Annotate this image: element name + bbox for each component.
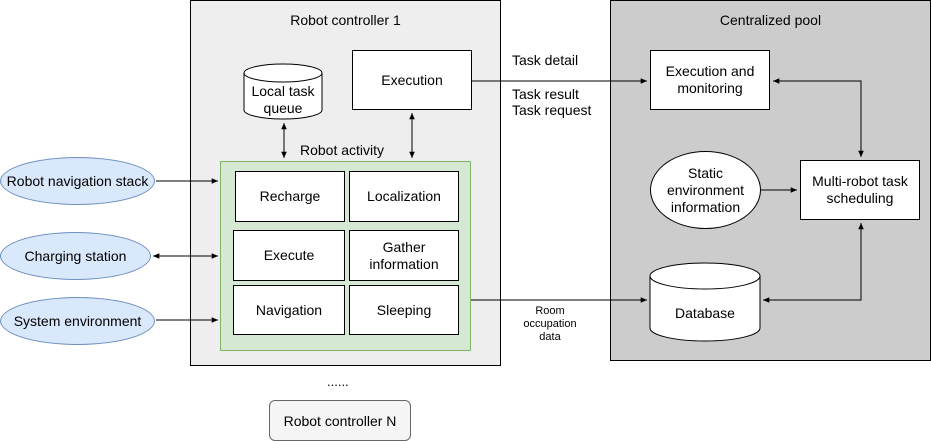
- more-controllers-ellipsis: ......: [327, 374, 349, 389]
- database-label: Database: [675, 304, 735, 321]
- activity-navigation: Navigation: [233, 285, 345, 335]
- robot-navigation-stack-ellipse: Robot navigation stack: [0, 157, 155, 205]
- centralized-pool-title: Centralized pool: [719, 12, 822, 28]
- task-result-label: Task result: [512, 86, 579, 102]
- execution-box: Execution: [352, 50, 472, 110]
- database-cylinder: [649, 262, 761, 342]
- charging-station-ellipse: Charging station: [0, 232, 151, 280]
- activity-recharge: Recharge: [235, 171, 345, 222]
- task-detail-label: Task detail: [512, 52, 579, 68]
- activity-gather-information: Gather information: [349, 230, 459, 281]
- database-scheduling-arrow: [763, 223, 864, 303]
- room-occupation-label: Room occupation data: [523, 305, 577, 343]
- activity-execute: Execute: [233, 230, 345, 281]
- activity-localization: Localization: [349, 171, 459, 222]
- robot-activity-label: Robot activity: [300, 142, 385, 158]
- task-request-label: Task request: [512, 102, 592, 118]
- local-task-queue-cylinder: [243, 63, 323, 120]
- robot-controller-n: Robot controller N: [269, 400, 411, 441]
- execution-monitoring-box: Execution and monitoring: [650, 50, 770, 110]
- activity-sleeping: Sleeping: [349, 285, 459, 335]
- monitoring-scheduling-arrow: [773, 78, 864, 157]
- local-task-queue-label: Local task queue: [251, 83, 315, 116]
- system-environment-ellipse: System environment: [0, 297, 155, 345]
- robot-controller-1-title: Robot controller 1: [290, 12, 401, 28]
- multi-robot-scheduling-box: Multi-robot task scheduling: [800, 160, 920, 220]
- static-environment-ellipse: Static environment information: [650, 151, 761, 229]
